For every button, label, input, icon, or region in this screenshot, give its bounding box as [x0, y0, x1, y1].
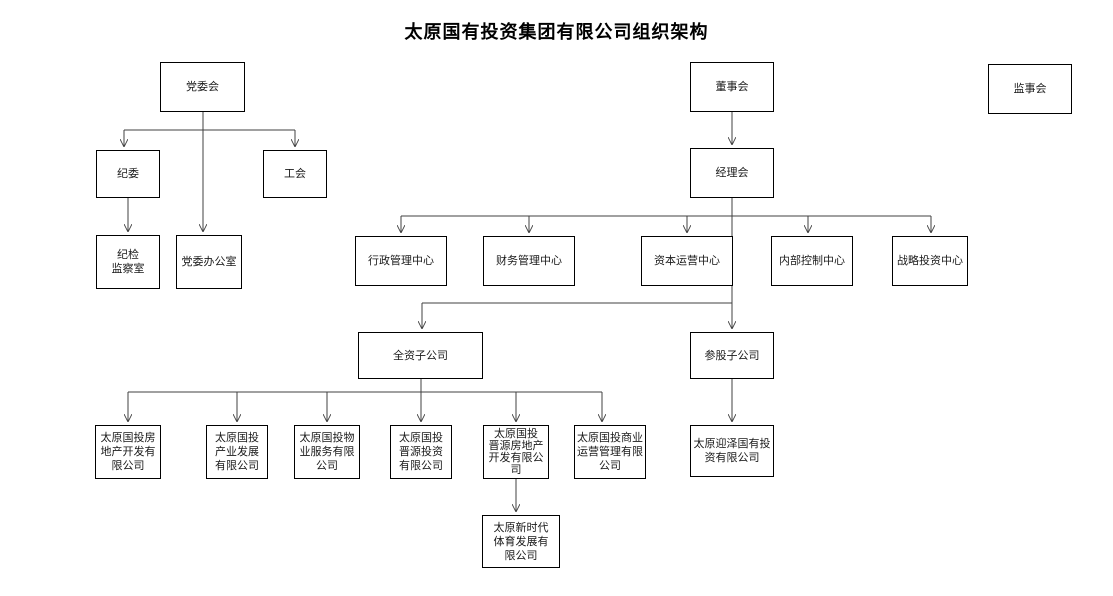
node-label: 太原迎泽国有投 资有限公司: [693, 437, 771, 464]
node-label: 战略投资中心: [897, 254, 963, 267]
node-label: 资本运营中心: [654, 254, 720, 267]
node-label: 参股子公司: [704, 348, 760, 362]
node-label: 内部控制中心: [779, 254, 845, 267]
node-sub-shangye: 太原国投商业 运营管理有限 公司: [574, 425, 646, 479]
node-label: 工会: [284, 167, 306, 180]
node-label: 太原国投 产业发展 有限公司: [215, 431, 259, 472]
node-label: 全资子公司: [393, 348, 448, 362]
node-dangwei-bangongshi: 党委办公室: [176, 235, 242, 289]
node-sub-chanye: 太原国投 产业发展 有限公司: [206, 425, 268, 479]
node-sub-jinyuan-fdc: 太原国投 晋源房地产 开发有限公 司: [483, 425, 549, 479]
node-label: 太原新时代 体育发展有 限公司: [493, 520, 549, 562]
node-label: 董事会: [715, 80, 749, 93]
node-label: 财务管理中心: [496, 254, 562, 267]
node-label: 太原国投房 地产开发有 限公司: [100, 431, 156, 472]
node-sub-fangdichan: 太原国投房 地产开发有 限公司: [95, 425, 161, 479]
page-title: 太原国有投资集团有限公司组织架构: [404, 22, 709, 43]
node-label: 太原国投物 业服务有限 公司: [299, 431, 355, 472]
node-jinglihui: 经理会: [690, 148, 774, 198]
node-gonghui: 工会: [263, 150, 327, 198]
node-cangu-zigongsi: 参股子公司: [690, 332, 774, 379]
node-label: 太原国投 晋源房地产 开发有限公 司: [488, 427, 544, 476]
node-caiwu-center: 财务管理中心: [483, 236, 575, 286]
node-label: 纪检 监察室: [111, 248, 145, 275]
node-sub-wuye: 太原国投物 业服务有限 公司: [294, 425, 360, 479]
node-zhanlue-center: 战略投资中心: [892, 236, 968, 286]
node-neibu-center: 内部控制中心: [771, 236, 853, 286]
node-jijian-jianchashi: 纪检 监察室: [96, 235, 160, 289]
node-sub-xinshidai: 太原新时代 体育发展有 限公司: [482, 515, 560, 568]
node-ziben-center: 资本运营中心: [641, 236, 733, 286]
node-label: 党委办公室: [181, 255, 237, 268]
node-xingzheng-center: 行政管理中心: [355, 236, 447, 286]
node-jiwei: 纪委: [96, 150, 160, 198]
node-dongshihui: 董事会: [690, 62, 774, 112]
node-dangweihui: 党委会: [160, 62, 245, 112]
node-jianshihui: 监事会: [988, 64, 1072, 114]
node-label: 行政管理中心: [368, 254, 434, 267]
node-quanzi-zigongsi: 全资子公司: [358, 332, 483, 379]
node-sub-yingze: 太原迎泽国有投 资有限公司: [690, 425, 774, 477]
node-sub-jinyuan-touzi: 太原国投 晋源投资 有限公司: [390, 425, 452, 479]
node-label: 太原国投 晋源投资 有限公司: [399, 431, 443, 472]
node-label: 党委会: [186, 80, 219, 93]
node-label: 监事会: [1013, 82, 1047, 95]
node-label: 太原国投商业 运营管理有限 公司: [577, 431, 643, 472]
node-label: 纪委: [117, 167, 139, 180]
node-label: 经理会: [715, 166, 749, 179]
